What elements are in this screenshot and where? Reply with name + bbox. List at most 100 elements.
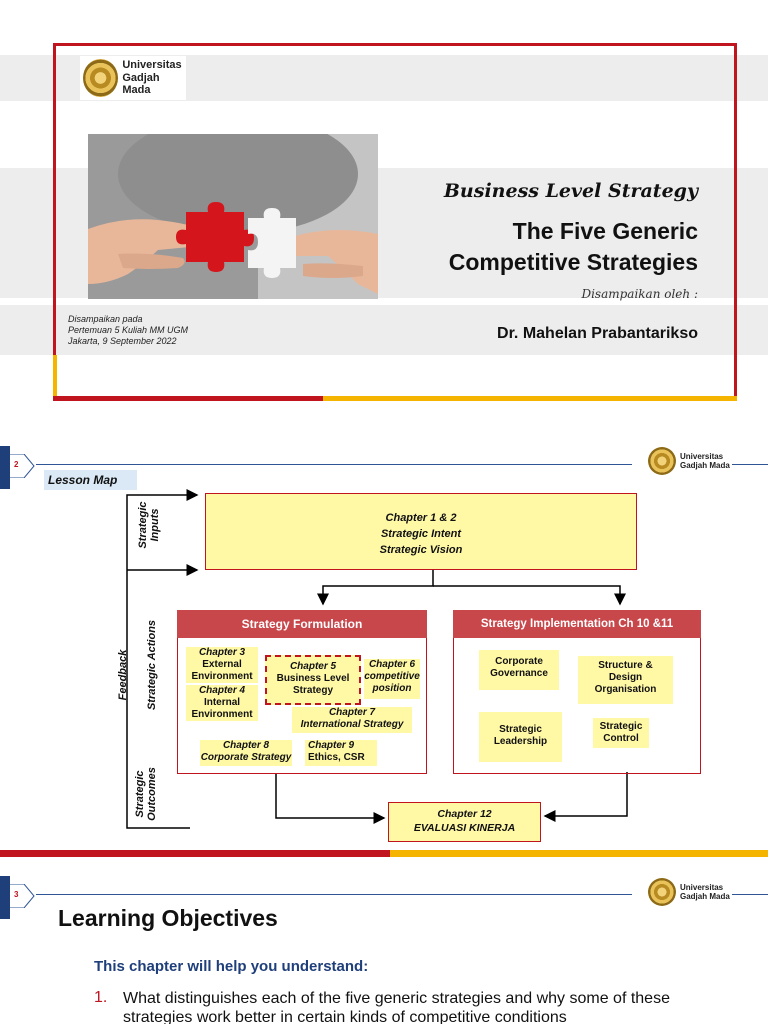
venue-line: Jakarta, 9 September 2022	[68, 336, 177, 346]
header-rule	[36, 464, 632, 465]
box-text-line: Design	[608, 672, 643, 683]
slide-title: Learning Objectives	[58, 905, 278, 931]
side-label-line: Strategic	[134, 770, 146, 818]
chapter-7-box: Chapter 7 International Strategy	[292, 707, 412, 733]
box-text-line: Organisation	[594, 684, 657, 695]
box-text-line: Strategic Intent	[380, 528, 462, 540]
side-label-line: Inputs	[149, 508, 161, 542]
strategic-inputs-box: Chapter 1 & 2 Strategic Intent Strategic…	[205, 493, 637, 570]
slide-subtitle: This chapter will help you understand:	[94, 958, 369, 975]
puzzle-hands-photo	[88, 134, 378, 299]
chapter-12-box: Chapter 12 EVALUASI KINERJA	[388, 802, 541, 842]
logo-text-line: Gadjah Mada	[680, 461, 730, 470]
side-label-line: Strategic	[137, 501, 149, 549]
box-text-line: International Strategy	[300, 719, 404, 730]
university-logo: Universitas Gadjah Mada	[648, 877, 732, 907]
frame-accent	[53, 396, 323, 401]
ugm-seal-icon	[648, 447, 676, 475]
box-text-line: Chapter 4	[198, 685, 246, 696]
strategy-implementation-title: Strategy Implementation Ch 10 &11	[453, 610, 701, 638]
ugm-seal-icon	[83, 59, 119, 97]
strategic-leadership-box: Strategic Leadership	[479, 712, 562, 762]
slide-number-tab	[0, 876, 10, 919]
list-item-number: 1.	[94, 989, 108, 1006]
box-text-line: EVALUASI KINERJA	[413, 822, 516, 834]
ugm-seal-icon	[648, 878, 676, 906]
corporate-governance-box: Corporate Governance	[479, 650, 559, 690]
box-text-line: Strategic	[499, 724, 542, 735]
box-text-line: Chapter 6	[368, 659, 416, 670]
box-text-line: Structure &	[598, 660, 653, 671]
venue-info: Disampaikan pada Pertemuan 5 Kuliah MM U…	[68, 314, 188, 347]
box-text-line: Ethics, CSR	[308, 752, 365, 763]
main-title: The Five Generic Competitive Strategies	[449, 216, 698, 278]
lesson-map-slide: 2 Universitas Gadjah Mada Lesson Map Cha…	[0, 418, 768, 858]
box-text-line: Chapter 5	[289, 661, 337, 672]
chapter-8-box: Chapter 8 Corporate Strategy	[200, 740, 292, 766]
presented-by-label: Disampaikan oleh :	[581, 287, 698, 301]
box-text-line: Environment	[191, 671, 253, 682]
box-text-line: Corporate	[495, 656, 543, 667]
chapter-5-box: Chapter 5 Business Level Strategy	[265, 655, 361, 705]
venue-line: Pertemuan 5 Kuliah MM UGM	[68, 325, 189, 335]
box-text-line: Control	[603, 733, 639, 744]
box-text-line: Internal	[203, 697, 241, 708]
box-text-line: competitive	[364, 671, 420, 682]
main-title-line: Competitive Strategies	[448, 249, 698, 275]
slide-footer-bar	[0, 850, 390, 857]
box-text-line: Leadership	[493, 736, 548, 747]
logo-text-line: Universitas	[680, 882, 724, 892]
chevron-right-icon	[10, 454, 35, 478]
list-item: What distinguishes each of the five gene…	[123, 990, 670, 1024]
puzzle-illustration	[88, 134, 378, 299]
logo-text-line: Gadjah Mada	[122, 71, 160, 97]
box-text-line: Chapter 12	[437, 808, 492, 820]
lesson-map-connectors	[126, 489, 628, 829]
box-text-line: Chapter 8	[222, 740, 270, 751]
chapter-9-box: Chapter 9 Ethics, CSR	[305, 740, 377, 766]
structure-design-box: Structure & Design Organisation	[578, 656, 673, 704]
header-rule	[732, 464, 768, 465]
feedback-label: Feedback	[117, 649, 129, 701]
box-text-line: position	[372, 683, 412, 694]
title-slide: Universitas Gadjah Mada Business Level S…	[0, 0, 768, 410]
main-title-line: The Five Generic	[512, 218, 698, 244]
university-logo: Universitas Gadjah Mada	[80, 56, 186, 100]
strategic-inputs-label: Strategic Inputs	[137, 490, 163, 560]
chapter-3-box: Chapter 3 External Environment	[186, 647, 258, 683]
frame-accent	[53, 355, 57, 401]
box-text-line: Chapter 3	[198, 647, 246, 658]
slide-footer-bar	[390, 850, 768, 857]
slide-number-tab	[0, 446, 10, 489]
logo-text-line: Universitas	[122, 59, 182, 72]
university-logo: Universitas Gadjah Mada	[648, 446, 732, 476]
slide-number: 2	[14, 460, 19, 469]
box-text-line: Strategic Vision	[379, 544, 463, 556]
slide-number: 3	[14, 890, 19, 899]
logo-text-line: Universitas	[680, 451, 724, 461]
box-text-line: Chapter 9	[308, 740, 355, 751]
box-text-line: Corporate Strategy	[200, 752, 292, 763]
chapter-4-box: Chapter 4 Internal Environment	[186, 685, 258, 721]
logo-text-line: Gadjah Mada	[680, 892, 730, 901]
box-text-line: Business Level	[276, 673, 350, 684]
side-label-line: Outcomes	[146, 767, 158, 821]
box-text-line: Chapter 1 & 2	[385, 512, 457, 524]
chevron-right-icon	[10, 884, 35, 908]
box-text-line: Governance	[490, 668, 548, 679]
header-rule	[36, 894, 632, 895]
box-text-line: Strategic	[599, 721, 643, 732]
frame-accent	[323, 396, 737, 401]
box-text-line: Chapter 7	[328, 707, 376, 718]
box-text-line: External	[202, 659, 242, 670]
venue-line: Disampaikan pada	[68, 314, 143, 324]
lesson-map-label: Lesson Map	[44, 470, 137, 490]
strategic-outcomes-label: Strategic Outcomes	[134, 756, 160, 832]
presenter-name: Dr. Mahelan Prabantarikso	[497, 325, 698, 342]
strategy-formulation-title: Strategy Formulation	[177, 610, 427, 638]
learning-objectives-slide: 3 Universitas Gadjah Mada Learning Objec…	[0, 866, 768, 1024]
strategic-control-box: Strategic Control	[593, 718, 649, 748]
box-text-line: Strategy	[292, 685, 333, 696]
box-text-line: Environment	[191, 709, 253, 720]
script-title: Business Level Strategy	[443, 180, 698, 202]
